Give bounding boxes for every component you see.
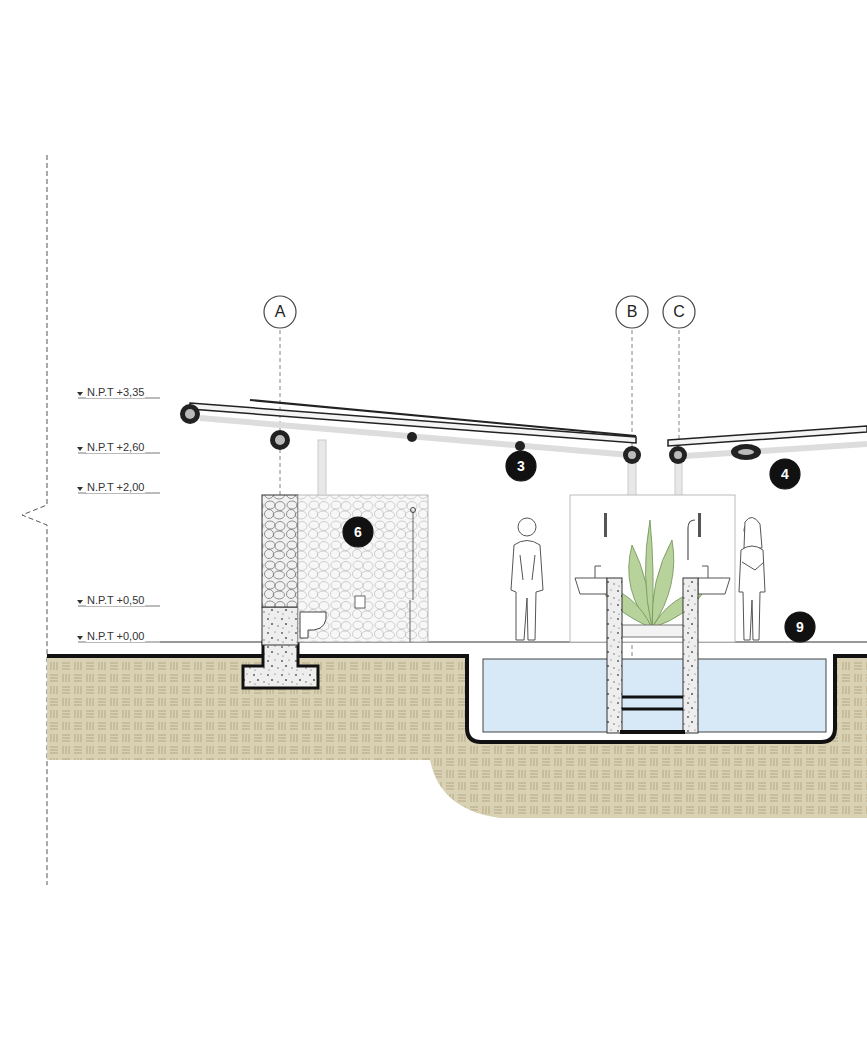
node-circle [785,612,815,642]
callout-number: 6 [342,516,374,548]
callout-number-text: 6 [354,524,362,540]
callout-number-text: 4 [781,466,789,482]
level-mark: N.P.T +2,00 [86,481,145,493]
grid-bubble: C [662,295,696,329]
callout-number-text: 3 [517,458,525,474]
node-circle [264,296,296,328]
grid-bubble-text: C [673,303,685,321]
grid-bubble: B [615,295,649,329]
grid-bubble: A [263,295,297,329]
level-mark: N.P.T +2,60 [86,441,145,453]
level-mark: N.P.T +3,35 [86,386,145,398]
node-circle [770,459,800,489]
callout-number: 4 [769,458,801,490]
node-circle [506,451,536,481]
node-circle [616,296,648,328]
node-circle [663,296,695,328]
grid-bubble-text: B [627,303,638,321]
callout-number-text: 9 [796,619,804,635]
callout-number: 3 [505,450,537,482]
level-mark: N.P.T +0,50 [86,594,145,606]
node-circle [343,517,373,547]
grid-bubble-text: A [275,303,286,321]
level-mark: N.P.T +0,00 [86,630,145,642]
callout-number: 9 [784,611,816,643]
